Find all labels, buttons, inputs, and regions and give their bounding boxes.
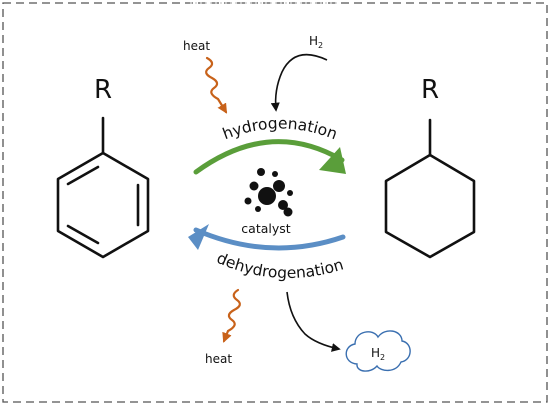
h2-release-arrow [286, 291, 341, 352]
hydrogenation-label: hydrogenation [220, 114, 340, 143]
hydrogenation-arrow [193, 139, 345, 175]
heat-input-arrow [205, 56, 228, 114]
h2-input-label: H2 [309, 34, 323, 50]
dehydrogenation-label: dehydrogenation [214, 249, 346, 282]
benzene-ring-structure [56, 116, 150, 259]
dehydrogenation-arrowhead [188, 224, 209, 250]
heat-input-label: heat [183, 39, 210, 53]
heat-output-arrow [222, 288, 241, 343]
catalyst-particles-icon [244, 168, 293, 217]
dehydrogenation-arrow [193, 227, 346, 251]
right-substituent-label: R [421, 75, 439, 105]
hydrogenation-arrowhead [319, 147, 346, 174]
catalyst-label: catalyst [241, 221, 290, 236]
cyclohexane-ring-structure [384, 118, 476, 259]
cloud-icon [345, 330, 411, 372]
h2-released-label: H2 [371, 346, 385, 362]
left-substituent-label: R [94, 75, 112, 105]
h2-input-arrow [270, 53, 328, 112]
heat-output-label: heat [205, 352, 232, 366]
